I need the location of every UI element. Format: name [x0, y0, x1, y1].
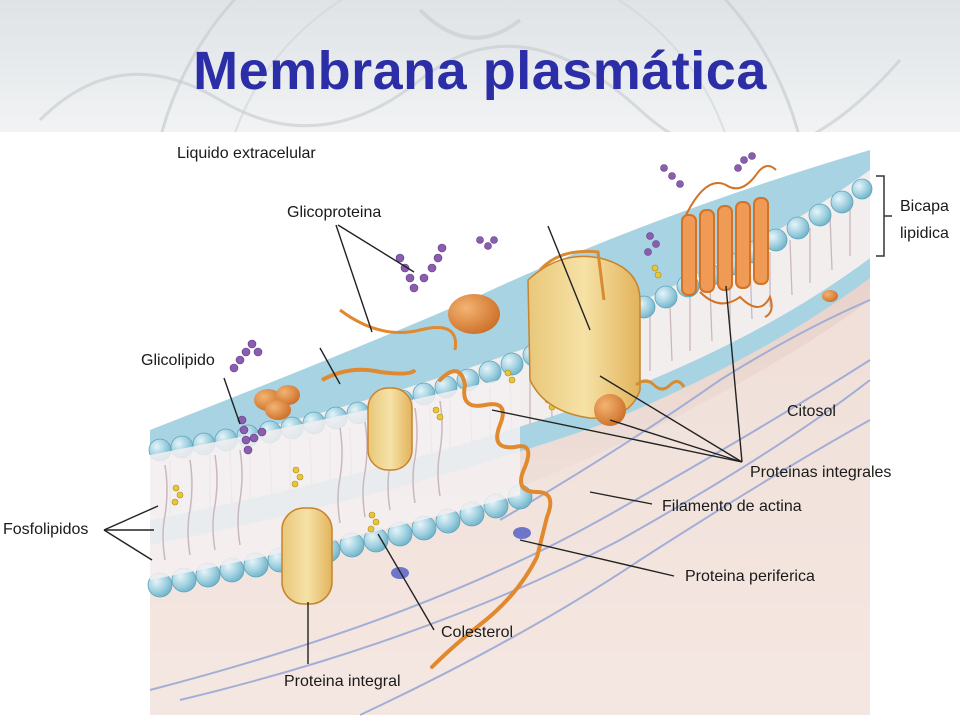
multipass-transmembrane-protein — [681, 165, 777, 318]
glycoprotein-tail — [339, 308, 458, 351]
label-bilayer-line2: lipidica — [900, 225, 949, 242]
label-integral-proteins: Proteinas integrales — [750, 464, 892, 481]
label-bilayer-line1: Bicapa — [900, 198, 949, 215]
label-extracellular-fluid: Liquido extracelular — [177, 145, 316, 162]
integral-protein-large — [527, 249, 686, 426]
label-cholesterol: Colesterol — [441, 624, 514, 641]
header-background — [0, 0, 960, 132]
bilayer-bracket — [876, 175, 892, 257]
label-phospholipids: Fosfolipidos — [3, 521, 89, 538]
peripheral-proteins — [254, 290, 838, 579]
integral-protein-front — [281, 507, 333, 605]
label-cytosol: Citosol — [787, 403, 836, 420]
label-integral-protein: Proteina integral — [284, 673, 401, 690]
integral-protein-small — [367, 387, 413, 471]
label-peripheral-protein: Proteina periferica — [685, 568, 815, 585]
sugar-chains — [229, 152, 756, 455]
actin-filaments — [149, 299, 871, 716]
label-glycolipid: Glicolipido — [141, 352, 215, 369]
helical-protein-chain — [430, 369, 553, 669]
label-glycoprotein: Glicoproteina — [287, 204, 382, 221]
membrane-protein-loop — [321, 367, 417, 382]
page-title: Membrana plasmática — [193, 41, 767, 101]
cytosol-side-face — [150, 300, 870, 715]
bilayer-front-wall — [150, 375, 520, 580]
label-actin-filament: Filamento de actina — [662, 498, 802, 515]
leader-lines — [103, 224, 743, 664]
